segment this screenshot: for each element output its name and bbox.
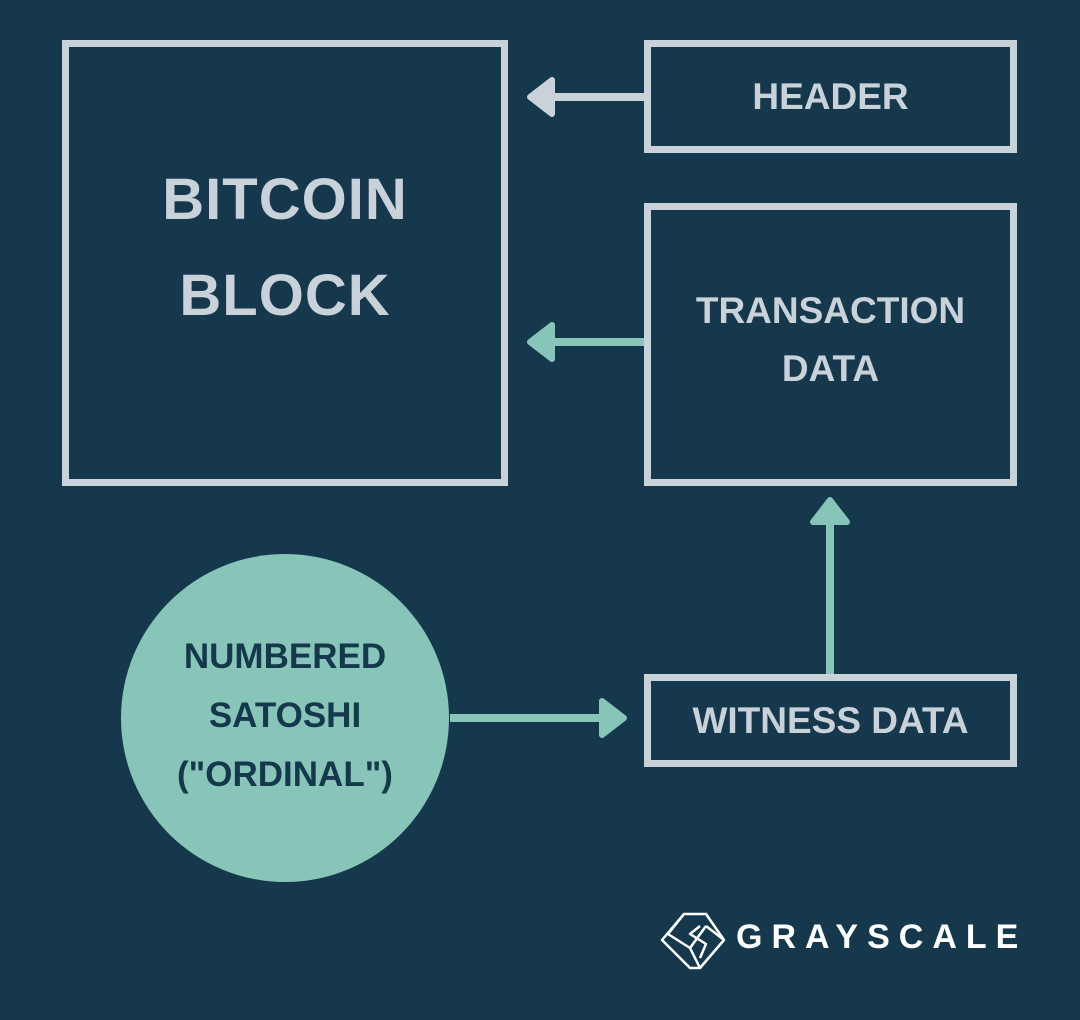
header-label: HEADER: [752, 75, 909, 117]
transaction-arrow: [527, 322, 644, 362]
satoshi-to-witness-arrow: [450, 698, 627, 738]
bitcoin-block-box: [62, 40, 508, 486]
witness-data-label: WITNESS DATA: [692, 699, 969, 741]
numbered-satoshi-label: NUMBERED SATOSHI ("ORDINAL"): [177, 636, 393, 794]
witness-data-box: [644, 674, 1017, 767]
transaction-data-box: [644, 203, 1017, 486]
header-box: [644, 40, 1017, 153]
transaction-data-label: TRANSACTION DATA: [695, 290, 966, 389]
bitcoin-block-label: BITCOIN BLOCK: [162, 167, 408, 328]
header-arrow: [527, 77, 644, 117]
witness-to-transaction-arrow: [810, 497, 850, 674]
grayscale-logo-text: GRAYSCALE: [736, 918, 1028, 956]
numbered-satoshi-circle: [121, 554, 449, 882]
grayscale-logo-icon: [660, 912, 726, 970]
